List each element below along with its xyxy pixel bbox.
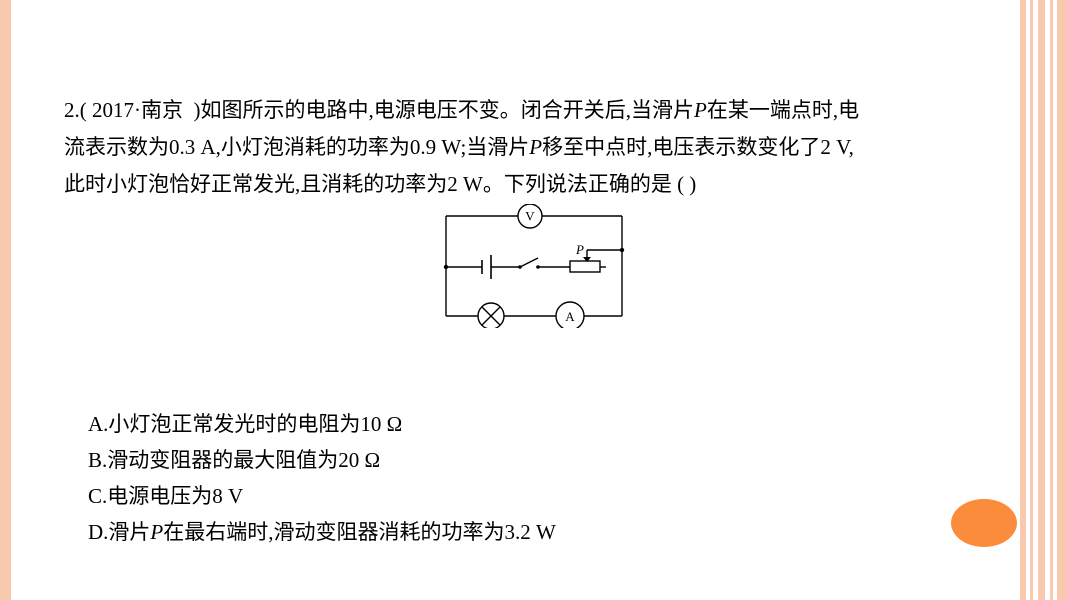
question-line-2-text: 流表示数为0.3 A,小灯泡消耗的功率为0.9 W;当滑片 bbox=[64, 135, 530, 159]
right-decor-stripe bbox=[1050, 0, 1053, 600]
slider-symbol: P bbox=[694, 98, 707, 122]
slider-symbol: P bbox=[150, 520, 164, 544]
option-d-prefix: D.滑片 bbox=[88, 520, 151, 544]
right-decor-stripe bbox=[1030, 0, 1033, 600]
question-source: 2017·南京 bbox=[92, 98, 183, 122]
slider-label: P bbox=[575, 242, 584, 257]
slider-arrow-icon bbox=[583, 257, 591, 262]
ammeter-label: A bbox=[565, 309, 575, 324]
option-d-suffix: 在最右端时,滑动变阻器消耗的功率为3.2 W bbox=[163, 520, 556, 544]
question-text: 2.( 2017·南京 )如图所示的电路中,电源电压不变。闭合开关后,当滑片P在… bbox=[64, 92, 1004, 203]
question-line-3: 此时小灯泡恰好正常发光,且消耗的功率为2 W。下列说法正确的是 ( ) bbox=[64, 172, 697, 196]
right-decor-stripe bbox=[1020, 0, 1026, 600]
voltmeter-label: V bbox=[525, 209, 535, 224]
question-line-1-tail: 在某一端点时,电 bbox=[706, 98, 860, 122]
right-decor-stripe bbox=[1038, 0, 1045, 600]
question-line-1-text: )如图所示的电路中,电源电压不变。闭合开关后,当滑片 bbox=[193, 98, 695, 122]
right-decor-stripe bbox=[1057, 0, 1066, 600]
option-d[interactable]: D.滑片P在最右端时,滑动变阻器消耗的功率为3.2 W bbox=[88, 514, 556, 550]
option-a[interactable]: A.小灯泡正常发光时的电阻为10 Ω bbox=[88, 412, 403, 436]
circuit-diagram: V A P bbox=[443, 204, 625, 328]
question-line-2-tail: 移至中点时,电压表示数变化了2 V, bbox=[542, 135, 854, 159]
question-line-1: 2.( 2017·南京 )如图所示的电路中,电源电压不变。闭合开关后,当滑片P在… bbox=[64, 92, 1004, 129]
question-line-2: 流表示数为0.3 A,小灯泡消耗的功率为0.9 W;当滑片P移至中点时,电压表示… bbox=[64, 129, 1004, 166]
left-decor-bar bbox=[0, 0, 11, 600]
answer-options: A.小灯泡正常发光时的电阻为10 Ω B.滑动变阻器的最大阻值为20 Ω C.电… bbox=[88, 406, 556, 550]
question-number: 2.( bbox=[64, 98, 87, 122]
orange-circle-badge bbox=[951, 499, 1017, 547]
option-b[interactable]: B.滑动变阻器的最大阻值为20 Ω bbox=[88, 448, 381, 472]
option-c[interactable]: C.电源电压为8 V bbox=[88, 484, 244, 508]
slider-symbol: P bbox=[529, 135, 543, 159]
